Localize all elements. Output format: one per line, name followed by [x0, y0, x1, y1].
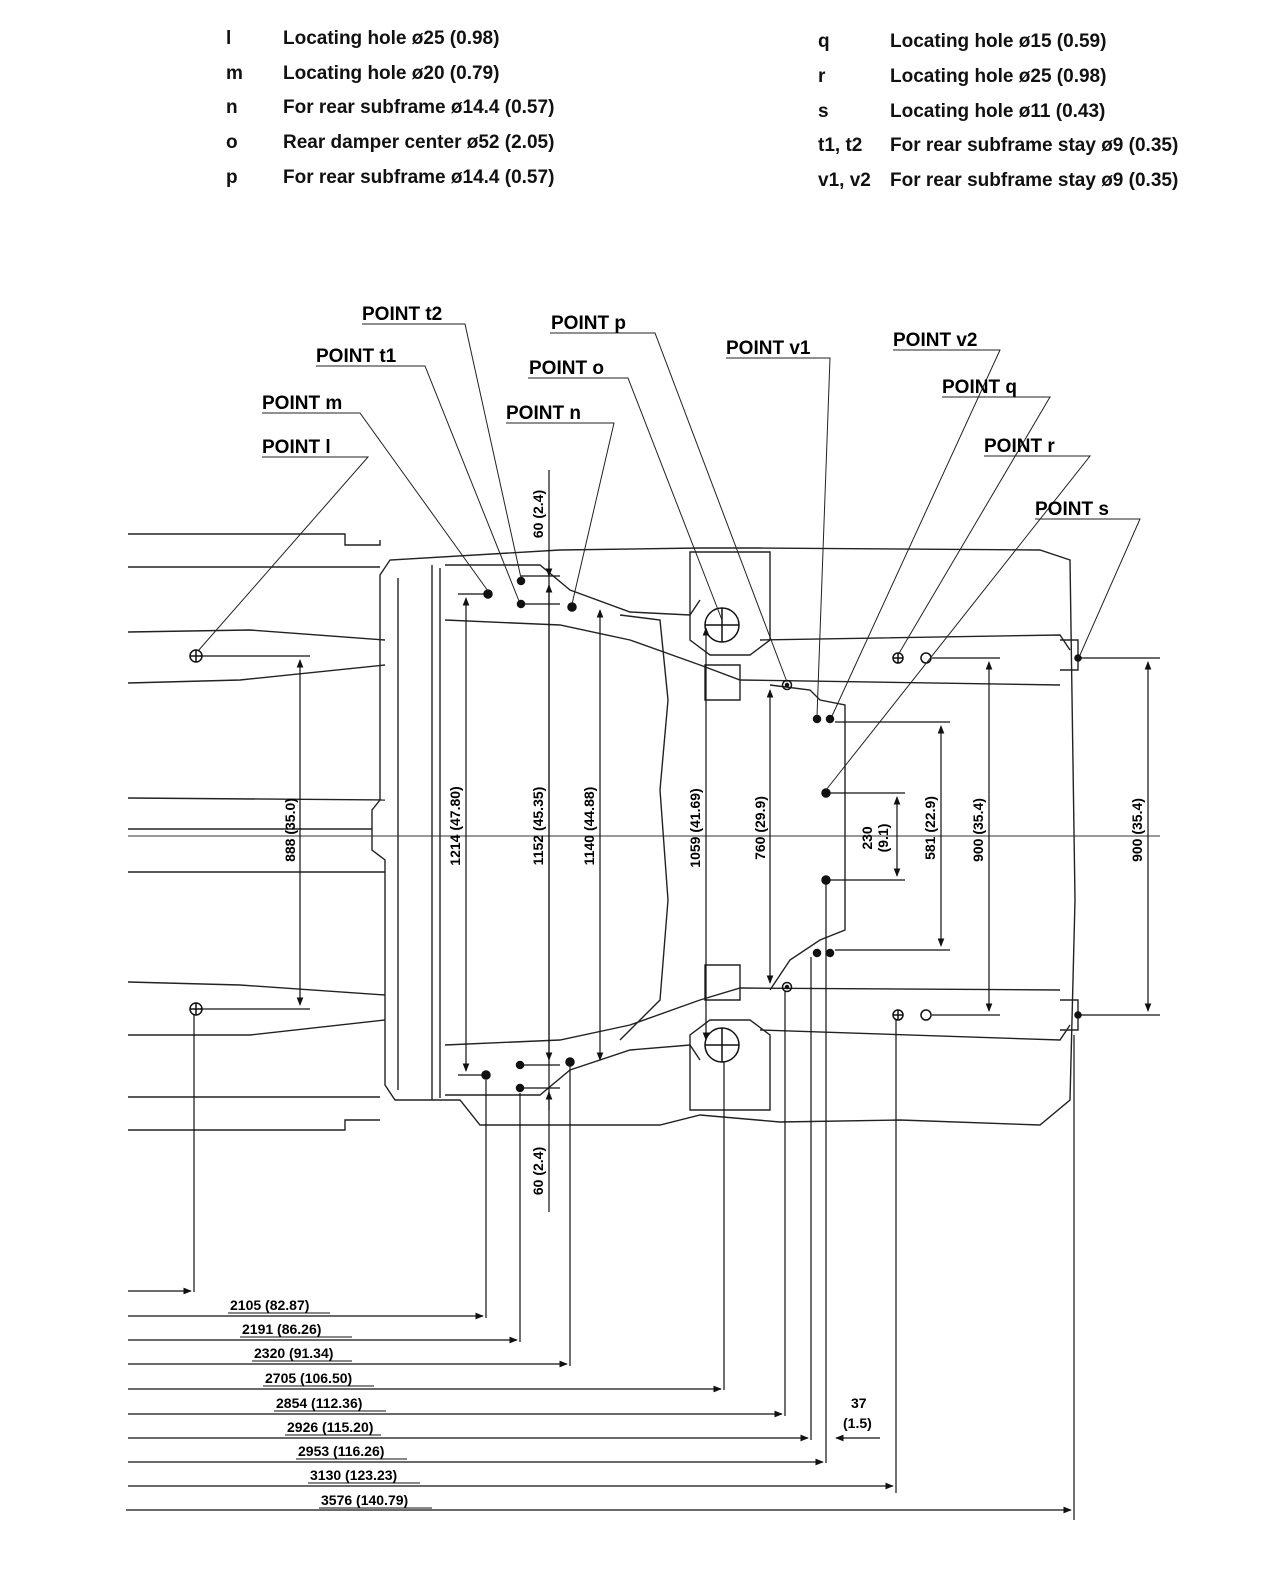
dim-60-top: 60 (2.4) — [530, 490, 546, 538]
legend-key: t1, t2 — [818, 135, 863, 156]
dim-900-middle: 900 (35.4) — [970, 798, 986, 862]
legend-key: n — [226, 97, 238, 118]
legend-key: l — [226, 28, 232, 49]
dim-1152: 1152 (45.35) — [530, 787, 546, 866]
dim-1059: 1059 (41.69) — [687, 788, 703, 867]
horizontal-dimension-labels: 2105 (82.87) 2191 (86.26) 2320 (91.34) 2… — [230, 1297, 872, 1508]
point-n-hole-lower — [565, 1057, 575, 1067]
legend-key: v1, v2 — [818, 170, 871, 191]
callout-point-v2: POINT v2 — [893, 330, 977, 351]
callout-labels: POINT t2 POINT p POINT v1 POINT v2 POINT… — [262, 304, 1109, 520]
legend-desc: For rear subframe stay ø9 (0.35) — [890, 170, 1179, 191]
leader-lines — [197, 323, 1141, 791]
point-v1-hole-lower — [812, 948, 822, 958]
point-p-hole-lower — [781, 981, 793, 993]
dim-3576: 3576 (140.79) — [321, 1492, 408, 1508]
legend-desc: For rear subframe stay ø9 (0.35) — [890, 135, 1179, 156]
dim-3130: 3130 (123.23) — [310, 1467, 397, 1483]
legend-desc: For rear subframe ø14.4 (0.57) — [283, 167, 555, 188]
dim-1140: 1140 (44.88) — [581, 787, 597, 866]
legend-key: r — [818, 66, 826, 87]
point-r-hole-lower — [821, 875, 831, 885]
dim-2320: 2320 (91.34) — [254, 1345, 333, 1361]
horizontal-dimensions — [126, 884, 1075, 1520]
dim-230-inch: (9.1) — [875, 824, 891, 853]
dim-2705: 2705 (106.50) — [265, 1370, 352, 1386]
point-p-hole-upper — [781, 679, 793, 691]
legend-desc: Locating hole ø25 (0.98) — [890, 66, 1107, 87]
dim-581: 581 (22.9) — [922, 796, 938, 860]
legend-desc: Rear damper center ø52 (2.05) — [283, 132, 555, 153]
chassis-outline — [127, 533, 1079, 1131]
dim-900-right: 900 (35.4) — [1129, 798, 1145, 862]
legend-key: q — [818, 31, 830, 52]
point-n-hole-upper — [567, 602, 577, 612]
callout-point-p: POINT p — [551, 313, 626, 334]
dim-60-arrows — [520, 560, 560, 1110]
point-o-damper-upper — [704, 607, 740, 643]
dim-2191: 2191 (86.26) — [242, 1321, 321, 1337]
dim-1214: 1214 (47.80) — [447, 786, 463, 865]
callout-point-l: POINT l — [262, 437, 331, 458]
dim-underlines — [228, 1312, 432, 1509]
callout-point-v1: POINT v1 — [726, 338, 811, 359]
dim-230: 230 — [859, 826, 875, 850]
legend-desc: Locating hole ø11 (0.43) — [890, 101, 1106, 122]
legend-key: p — [226, 167, 238, 188]
dim-2953: 2953 (116.26) — [298, 1443, 384, 1459]
dim-2854: 2854 (112.36) — [276, 1395, 362, 1411]
point-t2-hole-upper — [516, 576, 526, 586]
callout-point-m: POINT m — [262, 393, 342, 414]
dim-888: 888 (35.0) — [282, 798, 298, 862]
legend-desc: Locating hole ø20 (0.79) — [283, 63, 500, 84]
point-v1-hole-upper — [812, 714, 822, 724]
legend-key: m — [226, 63, 243, 84]
callout-point-q: POINT q — [942, 377, 1017, 398]
callout-point-t2: POINT t2 — [362, 304, 442, 325]
point-v2-hole-upper — [825, 714, 835, 724]
vertical-dimensions — [200, 470, 1160, 1212]
callout-point-t1: POINT t1 — [316, 346, 397, 367]
callout-point-o: POINT o — [529, 358, 604, 379]
dim-760: 760 (29.9) — [752, 796, 768, 860]
point-q-hole-lower — [892, 1009, 932, 1021]
dim-37: 37 — [851, 1395, 867, 1411]
legend-desc: Locating hole ø25 (0.98) — [283, 28, 500, 49]
legend-desc: For rear subframe ø14.4 (0.57) — [283, 97, 555, 118]
legend-desc: Locating hole ø15 (0.59) — [890, 31, 1107, 52]
dim-2926: 2926 (115.20) — [287, 1419, 373, 1435]
point-o-damper-lower — [704, 1027, 740, 1063]
dim-37-inch: (1.5) — [843, 1415, 872, 1431]
point-r-hole-upper — [821, 788, 831, 798]
dim-60-bottom: 60 (2.4) — [530, 1147, 546, 1195]
vertical-dimension-labels: 888 (35.0) 1214 (47.80) 1152 (45.35) 114… — [282, 490, 1145, 1195]
callout-point-r: POINT r — [984, 436, 1055, 457]
legend-key: o — [226, 132, 238, 153]
point-v2-hole-lower — [825, 948, 835, 958]
callout-point-n: POINT n — [506, 403, 581, 424]
dim-2105: 2105 (82.87) — [230, 1297, 309, 1313]
callout-point-s: POINT s — [1035, 499, 1109, 520]
legend-key: s — [818, 101, 829, 122]
